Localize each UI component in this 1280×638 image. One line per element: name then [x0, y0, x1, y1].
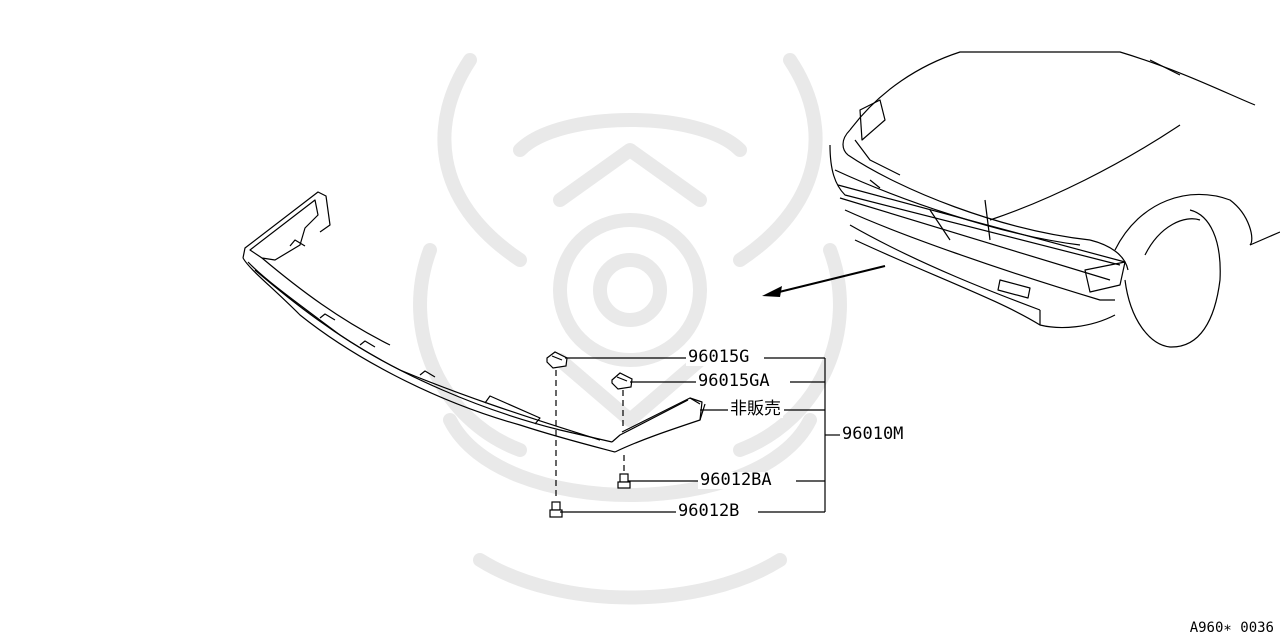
- clip-96015G: [546, 351, 568, 369]
- callout-96010M: 96010M: [840, 424, 906, 444]
- clip-96015GA: [611, 372, 633, 390]
- callout-96012BA: 96012BA: [698, 470, 774, 490]
- callout-96015GA: 96015GA: [696, 371, 772, 391]
- car-front-illustration: [829, 51, 1280, 348]
- watermark-logo: [413, 53, 847, 605]
- callout-not-for-sale: 非販売: [728, 399, 783, 419]
- diagram-code: A960∗ 0036: [1189, 620, 1274, 636]
- assembly-guides: [555, 370, 625, 500]
- callout-96015G: 96015G: [686, 347, 752, 367]
- leader-lines: [560, 357, 840, 513]
- front-spoiler-part: [242, 191, 706, 453]
- screw-96012B: [549, 501, 563, 518]
- direction-arrow: [762, 265, 886, 297]
- screw-96012BA: [617, 473, 631, 489]
- callout-96012B: 96012B: [676, 501, 742, 521]
